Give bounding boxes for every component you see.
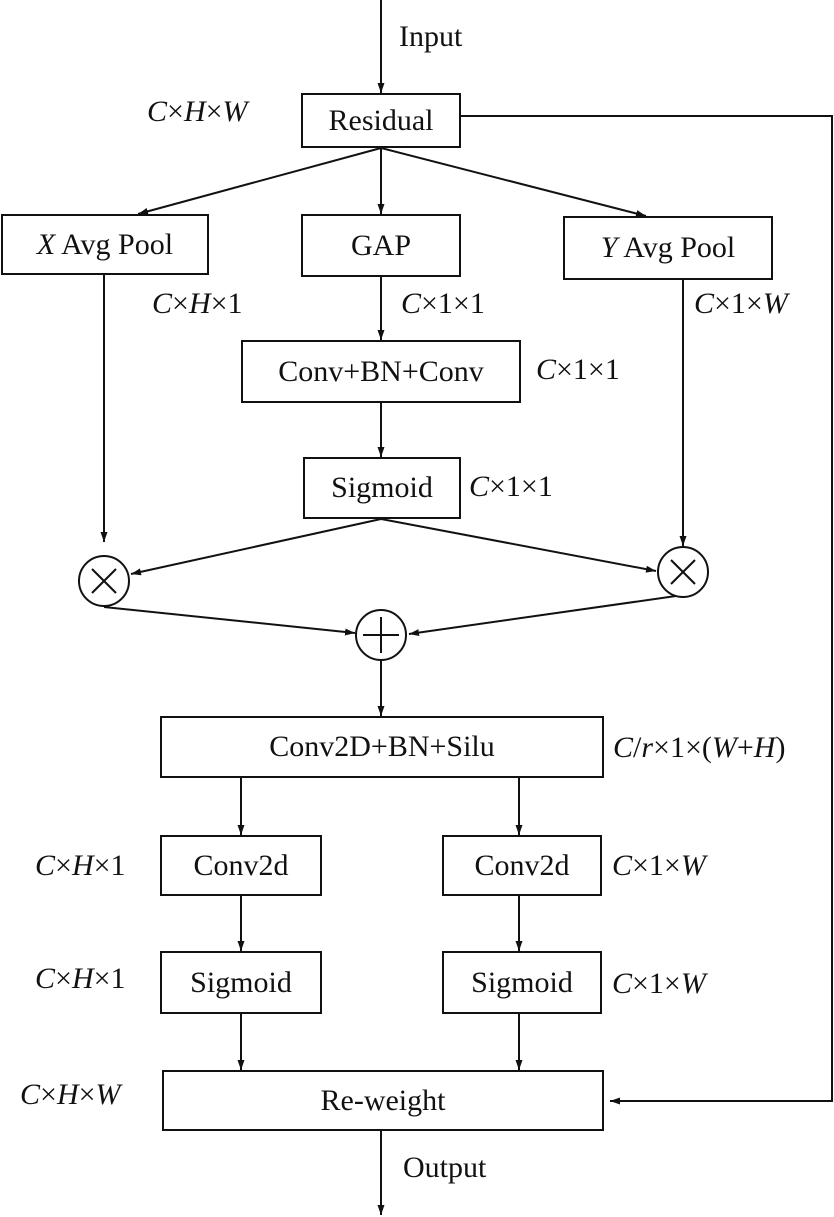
gap-label: GAP bbox=[350, 228, 411, 262]
sigmoid-right-label: Sigmoid bbox=[471, 965, 573, 999]
y-avg-pool-label: Y Avg Pool bbox=[601, 231, 736, 265]
conv2d-bn-silu-block: Conv2D+BN+Silu bbox=[160, 716, 604, 778]
dim-residual: C×H×W bbox=[147, 95, 248, 128]
output-label: Output bbox=[403, 1151, 487, 1184]
y-avg-pool-block: Y Avg Pool bbox=[563, 216, 773, 280]
multiply-right-icon bbox=[657, 546, 709, 598]
add-icon bbox=[355, 609, 407, 661]
arrow-sigmoid-mul-left bbox=[130, 518, 382, 576]
dim-conv-bn-conv: C×1×1 bbox=[536, 353, 620, 386]
conv2d-left-label: Conv2d bbox=[193, 848, 289, 882]
gap-block: GAP bbox=[301, 214, 461, 277]
x-avg-pool-block: X Avg Pool bbox=[1, 214, 209, 275]
conv2d-right-label: Conv2d bbox=[474, 848, 570, 882]
sigmoid-left-label: Sigmoid bbox=[190, 965, 292, 999]
residual-block: Residual bbox=[301, 93, 461, 148]
dim-sigmoid-center: C×1×1 bbox=[469, 470, 553, 503]
sigmoid-left-block: Sigmoid bbox=[160, 951, 322, 1014]
sigmoid-center-block: Sigmoid bbox=[303, 457, 461, 519]
conv2d-bn-silu-label: Conv2D+BN+Silu bbox=[269, 730, 495, 763]
arrow-residual-xpool bbox=[137, 147, 382, 215]
x-avg-pool-text: Avg Pool bbox=[55, 227, 174, 261]
dim-sigmoid-right: C×1×W bbox=[612, 967, 706, 1000]
dim-reweight: C×H×W bbox=[20, 1078, 121, 1111]
input-label: Input bbox=[399, 20, 463, 53]
x-var: X bbox=[36, 227, 56, 261]
sigmoid-center-label: Sigmoid bbox=[331, 471, 433, 504]
dim-y-pool: C×1×W bbox=[694, 287, 788, 320]
y-avg-pool-text: Avg Pool bbox=[617, 231, 736, 264]
reweight-block: Re-weight bbox=[162, 1070, 604, 1131]
multiply-right-glyph bbox=[670, 559, 696, 585]
x-avg-pool-label: X Avg Pool bbox=[37, 228, 173, 262]
multiply-left-icon bbox=[78, 555, 130, 607]
add-glyph bbox=[363, 617, 399, 653]
y-var: Y bbox=[600, 231, 618, 264]
conv2d-left-block: Conv2d bbox=[160, 835, 322, 896]
dim-conv2d-bn-silu: C/r×1×(W+H) bbox=[613, 731, 786, 764]
arrow-sigmoid-mul-right bbox=[380, 518, 657, 573]
multiply-left-glyph bbox=[91, 568, 117, 594]
reweight-label: Re-weight bbox=[320, 1083, 446, 1117]
conv2d-right-block: Conv2d bbox=[442, 835, 602, 896]
dim-sigmoid-left: C×H×1 bbox=[35, 962, 126, 995]
arrow-mul-left-add bbox=[103, 606, 356, 636]
dim-gap: C×1×1 bbox=[401, 287, 485, 320]
residual-skip-line bbox=[461, 115, 833, 1105]
dim-x-pool: C×H×1 bbox=[152, 287, 243, 320]
conv-bn-conv-label: Conv+BN+Conv bbox=[278, 354, 484, 388]
arrow-residual-ypool bbox=[380, 147, 647, 217]
dim-conv2d-right: C×1×W bbox=[612, 849, 706, 882]
dim-conv2d-left: C×H×1 bbox=[35, 849, 126, 882]
arrow-mul-right-add bbox=[408, 594, 684, 637]
residual-label: Residual bbox=[328, 103, 434, 137]
conv-bn-conv-block: Conv+BN+Conv bbox=[241, 340, 521, 403]
sigmoid-right-block: Sigmoid bbox=[442, 951, 602, 1014]
